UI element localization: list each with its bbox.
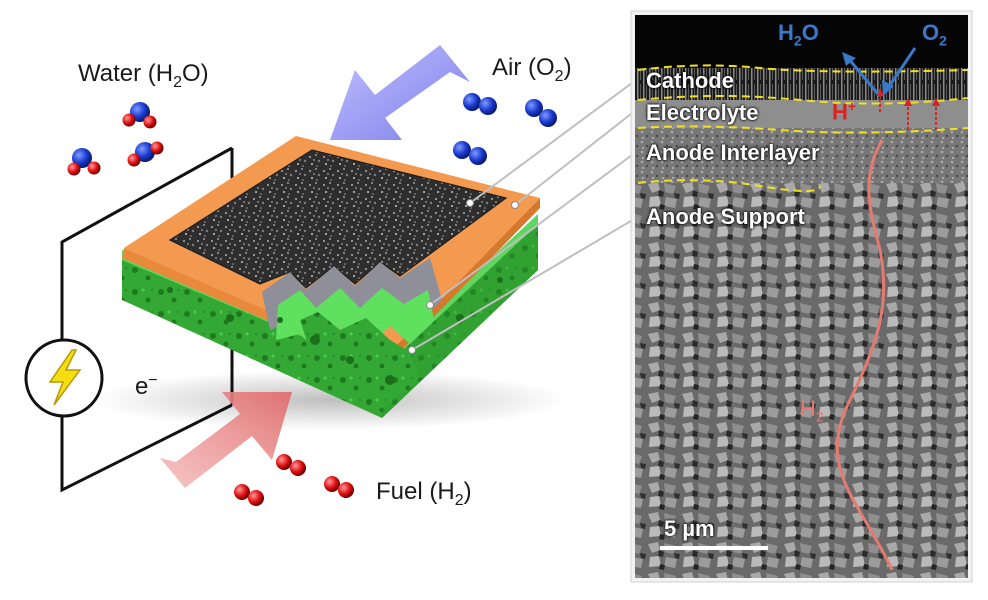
air-label: Air (O2): [492, 54, 572, 85]
fuel-cell-block: [90, 136, 570, 430]
cathode-label: Cathode: [646, 68, 734, 93]
interlayer-boundary: [637, 179, 821, 192]
hydrogen-molecule-icon: [276, 454, 306, 476]
anode-support-label: Anode Support: [646, 204, 805, 229]
power-source: [24, 338, 104, 418]
scale-bar-label: 5 µm: [664, 516, 715, 541]
h2-label: H2: [800, 396, 824, 425]
h2o-label: H2O: [778, 20, 819, 49]
hydrogen-molecule-icon: [324, 476, 354, 498]
electron-label: e−: [135, 372, 158, 400]
o2-label: O2: [922, 20, 947, 49]
oxygen-molecule-icon: [463, 93, 497, 115]
interlayer-pointer-dot: [426, 301, 434, 309]
anode-interlayer-label: Anode Interlayer: [646, 140, 820, 165]
water-molecule-icon: [127, 141, 164, 167]
anode-pointer-dot: [408, 346, 416, 354]
oxygen-molecules: [453, 93, 557, 165]
cathode-boundary: [637, 64, 968, 73]
water-label: Water (H2O): [78, 60, 209, 91]
water-molecule-icon: [122, 102, 157, 129]
lightning-icon: [48, 349, 82, 406]
cathode-layer: [168, 149, 508, 289]
hydrogen-molecule-icon: [234, 484, 264, 506]
o2-in-arrow: [886, 47, 917, 89]
air-arrow: [330, 45, 470, 140]
proton-label: H+: [832, 98, 857, 125]
oxygen-molecule-icon: [525, 99, 557, 127]
electrolyte-boundary-bottom: [637, 125, 968, 134]
cathode-pointer-dot: [466, 199, 474, 207]
leader-lines: [411, 79, 637, 351]
electrolyte-label: Electrolyte: [646, 100, 759, 125]
hydrogen-molecules: [234, 454, 354, 506]
electrolyte-boundary-top: [637, 95, 968, 105]
electrolyte-pointer-dot: [511, 201, 519, 209]
sem-micrograph: [630, 10, 973, 583]
fuel-label: Fuel (H2): [376, 478, 472, 509]
h2-path: [835, 139, 894, 571]
fuel-arrow: [160, 392, 292, 488]
water-molecule-icon: [67, 148, 101, 176]
water-molecules: [67, 102, 164, 176]
oxygen-molecule-icon: [453, 141, 487, 165]
h2o-out-arrow: [846, 57, 880, 95]
